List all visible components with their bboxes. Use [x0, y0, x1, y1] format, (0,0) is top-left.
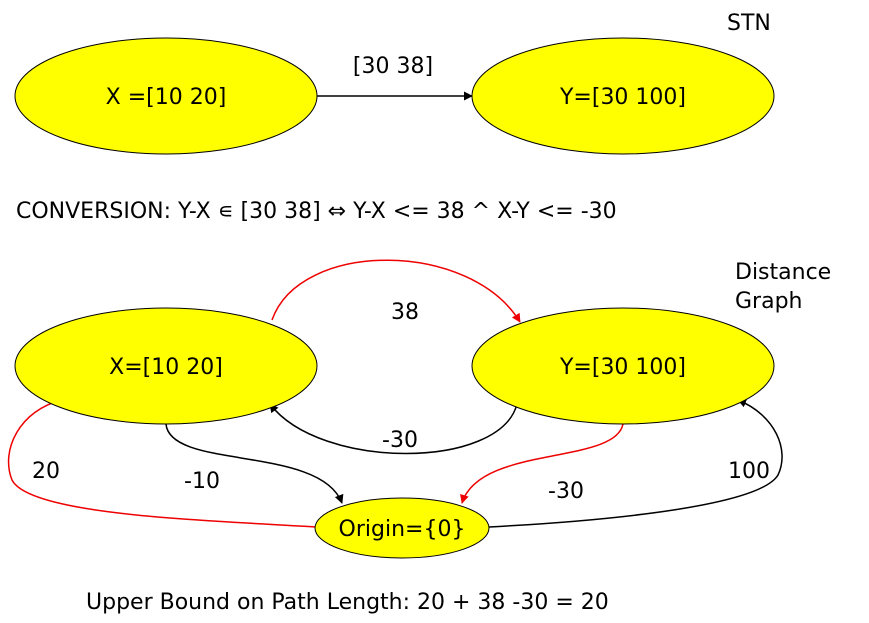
- edge-x-to-y-38: [271, 259, 521, 323]
- edge-label-y-to-x: -30: [382, 428, 418, 453]
- distance-node-origin-label: Origin={0}: [339, 517, 466, 542]
- stn-node-y-label: Y=[30 100]: [559, 85, 686, 110]
- distance-graph-title-line1: Distance: [735, 260, 831, 285]
- edge-label-38: 38: [391, 300, 419, 325]
- edge-origin-to-y-100: [488, 398, 783, 528]
- conversion-text: CONVERSION: Y-X ∊ [30 38] ⇔ Y-X <= 38 ^ …: [16, 199, 617, 224]
- stn-section: STN [30 38] X =[10 20] Y=[30 100]: [14, 11, 775, 155]
- distance-node-x: X=[10 20]: [14, 307, 318, 425]
- edge-label-x-to-origin: -10: [184, 469, 220, 494]
- edge-label-y-to-origin: -30: [548, 479, 584, 504]
- edge-label-origin-to-x: 20: [32, 459, 60, 484]
- stn-edge-label: [30 38]: [353, 54, 433, 79]
- distance-graph-title-line2: Graph: [735, 289, 802, 314]
- edge-x-to-origin-minus10: [165, 423, 344, 504]
- stn-node-x-label: X =[10 20]: [106, 85, 227, 110]
- edge-y-to-origin-minus30: [460, 423, 624, 504]
- stn-node-x: X =[10 20]: [14, 37, 318, 155]
- edge-origin-to-x-20: [7, 397, 317, 528]
- path-length-footer: Upper Bound on Path Length: 20 + 38 -30 …: [86, 590, 609, 615]
- distance-node-y-label: Y=[30 100]: [559, 355, 686, 380]
- distance-node-y: Y=[30 100]: [471, 307, 775, 425]
- distance-node-x-label: X=[10 20]: [109, 355, 223, 380]
- edge-y-to-x-minus30: [269, 403, 518, 455]
- stn-title: STN: [727, 11, 771, 36]
- edge-label-origin-to-y: 100: [728, 459, 770, 484]
- stn-node-y: Y=[30 100]: [471, 37, 775, 155]
- distance-node-origin: Origin={0}: [314, 497, 490, 559]
- distance-graph-section: Distance Graph 38 -30 -10 -30 20 100 X=[…: [7, 259, 831, 559]
